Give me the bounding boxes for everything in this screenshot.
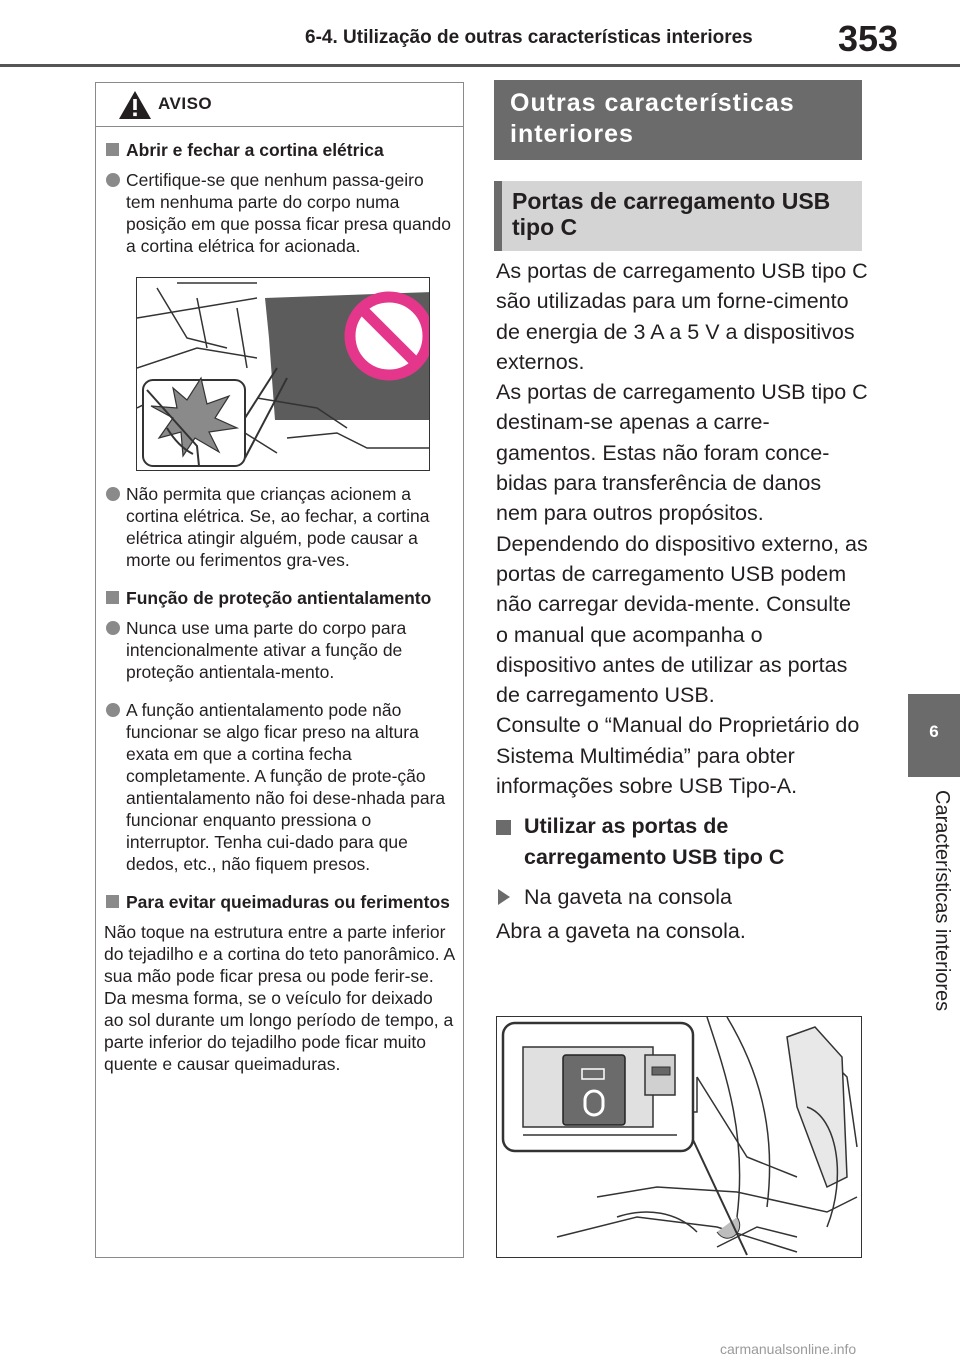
warning-paragraph: Não toque na estrutura entre a parte inf… <box>104 922 455 1074</box>
usb-c-port-icon <box>581 1068 605 1117</box>
paragraph: Consulte o “Manual do Proprietário do Si… <box>496 713 860 799</box>
warning-body: Abrir e fechar a cortina elétrica Certif… <box>96 127 463 1075</box>
subsection-title: Portas de carregamento USB tipo C <box>494 181 862 251</box>
paragraph: Dependendo do dispositivo externo, as po… <box>496 531 868 708</box>
body-text: As portas de carregamento USB tipo C são… <box>496 256 868 947</box>
warning-heading-antipinch: Função de proteção antientalamento <box>104 587 455 609</box>
watermark: carmanualsonline.info <box>720 1341 857 1357</box>
location-item: Na gaveta na consola <box>496 882 868 912</box>
page-number: 353 <box>838 18 899 59</box>
warning-box: AVISO Abrir e fechar a cortina elétrica … <box>95 82 464 1258</box>
warning-triangle-icon <box>119 91 151 119</box>
warning-item: Nunca use uma parte do corpo para intenc… <box>104 617 455 683</box>
section-title: Outras características interiores <box>494 80 862 160</box>
warning-title: AVISO <box>158 94 213 113</box>
header-divider <box>0 64 960 67</box>
usage-heading: Utilizar as portas de carregamento USB t… <box>496 811 868 872</box>
curtain-pinch-illustration <box>136 277 430 471</box>
warning-header: AVISO <box>96 83 463 127</box>
curtain-drawing <box>137 278 429 470</box>
warning-item: A função antientalamento pode não funcio… <box>104 699 455 875</box>
console-drawing <box>497 1017 861 1257</box>
warning-item: Certifique-se que nenhum passa-geiro tem… <box>104 169 455 257</box>
warning-heading-curtain: Abrir e fechar a cortina elétrica <box>104 139 455 161</box>
instruction-text: Abra a gaveta na consola. <box>496 919 746 944</box>
paragraph: As portas de carregamento USB tipo C des… <box>496 380 868 526</box>
chapter-tab: 6 <box>908 694 960 777</box>
paragraph: As portas de carregamento USB tipo C são… <box>496 259 868 374</box>
prohibited-sign-icon <box>344 291 429 381</box>
chapter-label: Características interiores <box>931 790 953 1012</box>
warning-heading-burns: Para evitar queimaduras ou ferimentos <box>104 891 455 913</box>
running-header: 6-4. Utilização de outras característica… <box>305 27 753 48</box>
warning-item: Não permita que crianças acionem a corti… <box>104 483 455 571</box>
console-usb-illustration <box>496 1016 862 1258</box>
